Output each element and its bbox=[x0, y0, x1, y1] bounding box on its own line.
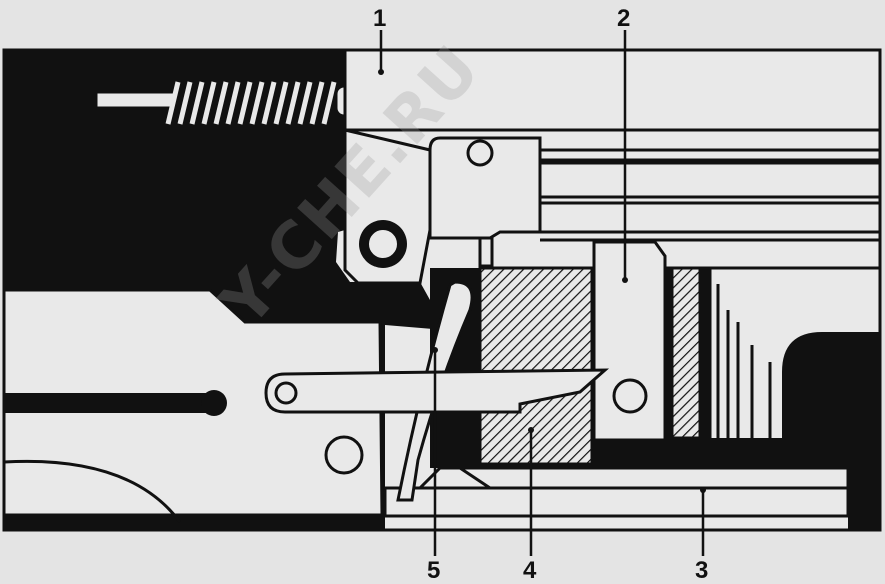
lever-2 bbox=[592, 240, 667, 442]
recoil-spring bbox=[165, 81, 337, 125]
pivot-hole bbox=[324, 435, 364, 475]
carrier-hole-inner bbox=[367, 228, 399, 260]
guide-slot-end bbox=[201, 390, 227, 416]
right-dark-block bbox=[700, 332, 880, 530]
slider-plate-hole bbox=[466, 139, 494, 167]
leader-dots bbox=[378, 69, 706, 493]
spring-guide-rod bbox=[94, 90, 178, 110]
hatched-strip bbox=[670, 266, 702, 440]
top-bar-1 bbox=[343, 48, 882, 132]
callout-label-2: 2 bbox=[617, 5, 630, 32]
lever-2-pivot bbox=[612, 378, 648, 414]
lower-housing-arc bbox=[3, 459, 182, 523]
guide-slot bbox=[4, 393, 216, 413]
callout-label-3: 3 bbox=[695, 557, 708, 584]
leader-lines bbox=[379, 30, 705, 556]
callout-label-5: 5 bbox=[427, 557, 440, 584]
callout-label-1: 1 bbox=[373, 5, 386, 32]
bottom-bar bbox=[458, 466, 850, 490]
callout-label-4: 4 bbox=[523, 557, 537, 584]
slider-plate-step bbox=[478, 236, 494, 268]
bottom-plate-wedge bbox=[416, 466, 495, 490]
link-hole bbox=[274, 381, 298, 405]
bolt-rod bbox=[498, 161, 882, 199]
hatched-block-4 bbox=[478, 266, 594, 466]
comb-lines bbox=[708, 268, 772, 438]
bottom-plate-3 bbox=[383, 486, 850, 518]
slider-plate bbox=[428, 136, 542, 240]
